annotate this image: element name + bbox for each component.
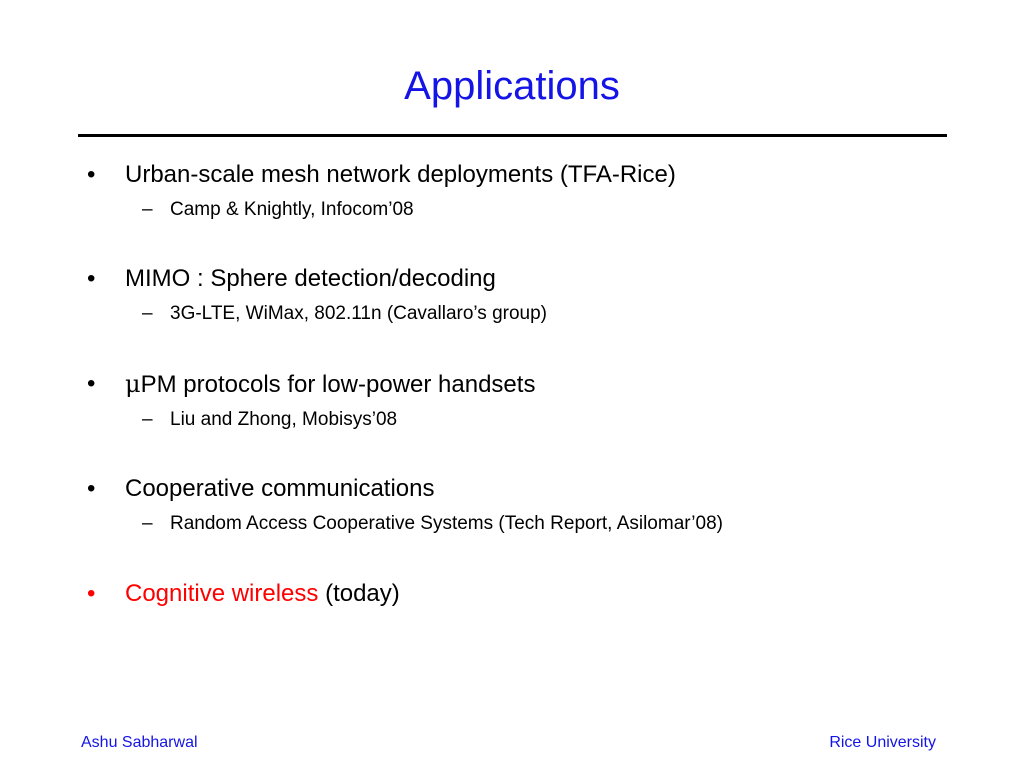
sub-bullet-text: Camp & Knightly, Infocom’08 bbox=[170, 199, 414, 220]
slide-title: Applications bbox=[404, 64, 620, 108]
sub-bullet-marker: – bbox=[142, 409, 153, 430]
bullet-text: Urban-scale mesh network deployments (TF… bbox=[125, 161, 676, 188]
bullet-marker: • bbox=[87, 370, 96, 397]
sub-bullet-marker: – bbox=[142, 303, 153, 324]
sub-bullet-text: Random Access Cooperative Systems (Tech … bbox=[170, 513, 723, 534]
bullet-text: μPM protocols for low-power handsets bbox=[125, 369, 535, 400]
bullet-text: Cognitive wireless (today) bbox=[125, 579, 400, 609]
bullet-marker: • bbox=[87, 475, 96, 502]
bullet-text: MIMO : Sphere detection/decoding bbox=[125, 265, 496, 292]
sub-bullet-text: 3G-LTE, WiMax, 802.11n (Cavallaro’s grou… bbox=[170, 303, 547, 324]
bullet-marker: • bbox=[87, 265, 96, 292]
bullet-marker: • bbox=[87, 580, 96, 607]
footer-author: Ashu Sabharwal bbox=[81, 734, 198, 751]
mu-symbol: μ bbox=[125, 370, 141, 398]
footer-institution: Rice University bbox=[829, 734, 936, 751]
title-divider bbox=[78, 134, 947, 137]
sub-bullet-marker: – bbox=[142, 199, 153, 220]
bullet-text-rest: (today) bbox=[318, 580, 400, 607]
bullet-marker: • bbox=[87, 161, 96, 188]
sub-bullet-text: Liu and Zhong, Mobisys’08 bbox=[170, 409, 398, 430]
bullet-text-rest: PM protocols for low-power handsets bbox=[140, 371, 536, 398]
sub-bullet-marker: – bbox=[142, 513, 153, 534]
highlight-text: Cognitive wireless bbox=[125, 580, 319, 607]
bullet-text: Cooperative communications bbox=[125, 475, 435, 502]
